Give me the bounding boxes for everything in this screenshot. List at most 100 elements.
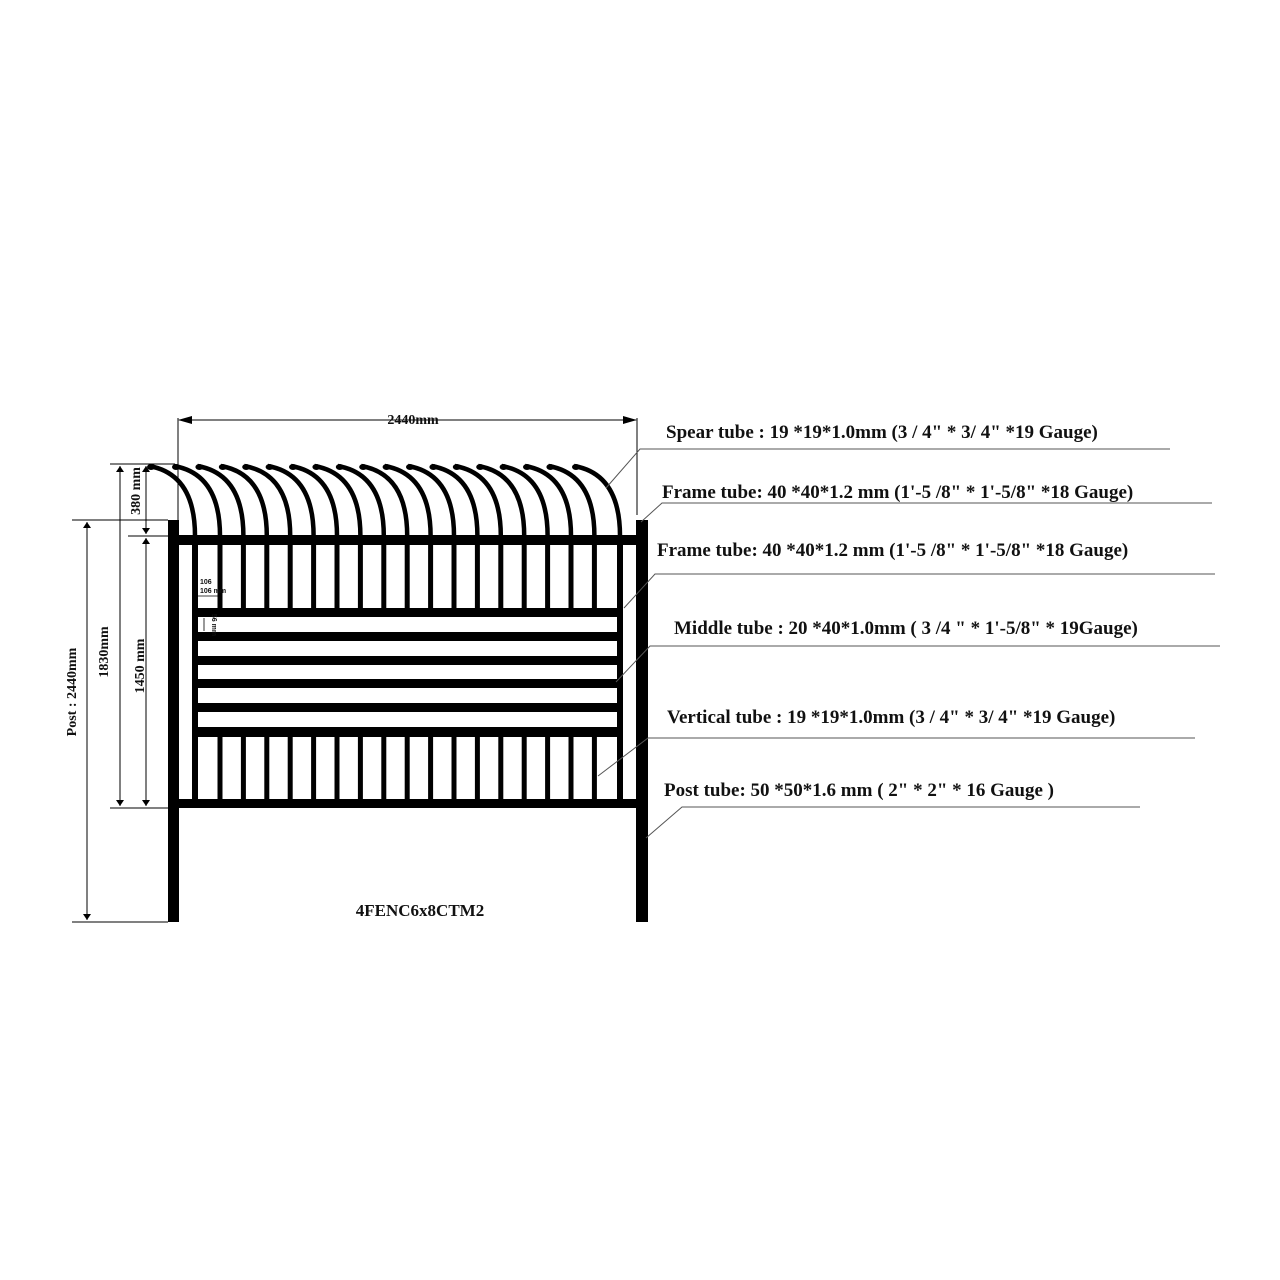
vertical-tube [381, 545, 387, 608]
right-inner-upright [617, 535, 623, 807]
spear-tube [267, 463, 316, 537]
annotation-frame-tube-top: Frame tube: 40 *40*1.2 mm (1'-5 /8" * 1'… [662, 482, 1133, 503]
vertical-tube [545, 737, 551, 799]
vertical-tube [521, 737, 527, 799]
middle-tube [198, 703, 617, 712]
fence-height-label: 1830mm [97, 626, 112, 678]
upper-middle-rail [192, 608, 623, 617]
vertical-tube [357, 545, 363, 608]
vertical-tube [381, 737, 387, 799]
spear-tube [547, 463, 597, 537]
vertical-tube [521, 545, 527, 608]
spear-tip [242, 464, 251, 470]
model-code: 4FENC6x8CTM2 [356, 901, 484, 920]
bottom-rail [178, 799, 638, 808]
vertical-tube [545, 545, 551, 608]
spear-tube [220, 463, 270, 537]
vertical-tube [474, 545, 480, 608]
vertical-tube [428, 545, 434, 608]
spear-tube [407, 463, 457, 537]
post-height-label: Post : 2440mm [65, 647, 80, 736]
vertical-tube [428, 737, 434, 799]
spear-tip [195, 464, 204, 470]
bar-spacing-label: 106 [200, 579, 212, 586]
spear-tubes [147, 463, 623, 537]
vertical-tubes [217, 545, 597, 799]
vertical-tube [568, 545, 574, 608]
vertical-tube [591, 737, 597, 799]
spear-tube [148, 463, 198, 537]
vertical-tube [498, 737, 504, 799]
spear-tube [290, 463, 340, 537]
vertical-tube [311, 545, 317, 608]
spear-tip [572, 464, 580, 470]
middle-tube [198, 679, 617, 688]
frame [178, 535, 638, 808]
spear-tip [172, 464, 180, 470]
width-label: 2440mm [387, 413, 439, 428]
spear-tube [384, 463, 433, 537]
annotation-spear-tube: Spear tube : 19 *19*1.0mm (3 / 4" * 3/ 4… [666, 422, 1098, 443]
spear-tip [523, 464, 531, 470]
spear-tip [265, 464, 274, 470]
vertical-tube [264, 545, 270, 608]
vertical-tube [311, 737, 317, 799]
rail-spacing-label: 56 mm [210, 614, 217, 636]
vertical-tube [498, 545, 504, 608]
spear-tip [406, 464, 414, 470]
spear-tip [382, 464, 391, 470]
spear-tip [476, 464, 485, 470]
vertical-tube [334, 737, 340, 799]
vertical-tube [474, 737, 480, 799]
bar-spacing-label: 106 mm [200, 588, 226, 595]
panel-height-label: 1450 mm [133, 638, 148, 693]
middle-tube [198, 632, 617, 641]
top-rail [178, 535, 638, 545]
spear-tube [196, 463, 246, 537]
annotation-post-tube: Post tube: 50 *50*1.6 mm ( 2" * 2" * 16 … [664, 780, 1054, 801]
vertical-tube [287, 545, 293, 608]
vertical-tube [287, 737, 293, 799]
spear-tube [501, 463, 550, 537]
spear-tube [573, 463, 623, 537]
vertical-tube [217, 737, 223, 799]
annotation-middle-tube: Middle tube : 20 *40*1.0mm ( 3 /4 " * 1'… [674, 618, 1138, 639]
vertical-tube [591, 545, 597, 608]
left-post [168, 520, 179, 922]
vertical-tube [404, 545, 410, 608]
spear-tip [546, 464, 555, 470]
vertical-tube [357, 737, 363, 799]
spear-tube [243, 463, 293, 537]
vertical-tube [451, 737, 457, 799]
spear-tube [337, 463, 387, 537]
spear-tip [452, 464, 461, 470]
vertical-tube [240, 545, 246, 608]
right-post [636, 520, 648, 922]
spear-tip [499, 464, 508, 470]
spear-tip [289, 464, 297, 470]
vertical-tube [568, 737, 574, 799]
left-dimensions [72, 463, 175, 923]
annotation-leaders [597, 448, 1220, 839]
spear-tip [429, 464, 438, 470]
spear-tube [524, 463, 574, 537]
spear-tip [312, 464, 321, 470]
spear-tube [313, 463, 363, 537]
annotation-frame-tube-middle: Frame tube: 40 *40*1.2 mm (1'-5 /8" * 1'… [657, 540, 1128, 561]
lower-middle-rail [192, 727, 623, 737]
annotation-vertical-tube: Vertical tube : 19 *19*1.0mm (3 / 4" * 3… [667, 707, 1115, 728]
vertical-tube [404, 737, 410, 799]
vertical-tube [264, 737, 270, 799]
spear-tube [430, 463, 480, 537]
spear-tip [335, 464, 344, 470]
spear-tube [360, 463, 410, 537]
vertical-tube [451, 545, 457, 608]
spear-tip [147, 464, 155, 470]
spear-height-label: 380 mm [129, 467, 144, 515]
vertical-tube [217, 545, 223, 608]
left-inner-upright [192, 535, 198, 807]
vertical-tube [334, 545, 340, 608]
spear-tube [173, 463, 223, 537]
